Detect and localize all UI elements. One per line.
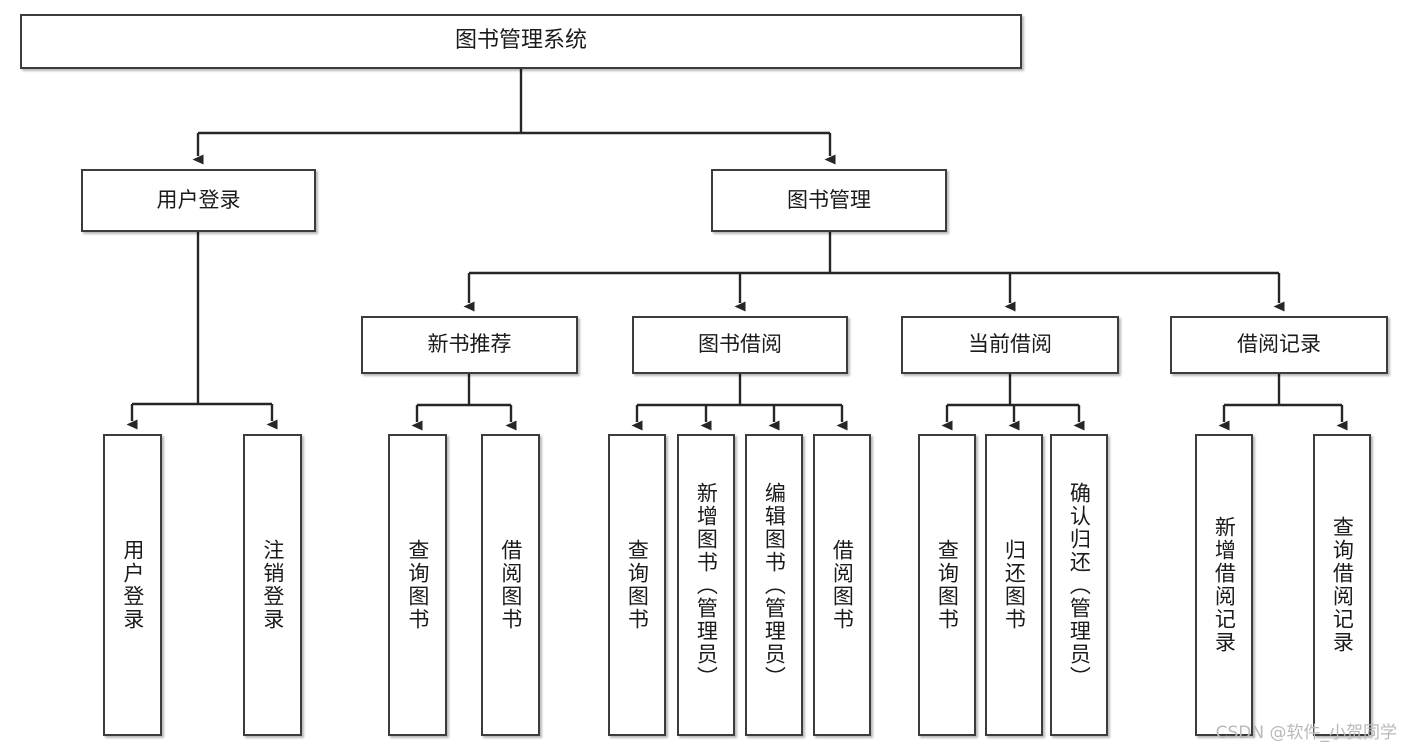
node-book-manage[interactable]: 图书管理	[711, 169, 947, 232]
node-new-book-recommend-label: 新书推荐	[427, 332, 512, 357]
node-leaf-borrow-book-1-label: 借阅图书	[498, 539, 523, 631]
node-leaf-confirm-return[interactable]: 确认归还（管理员）	[1050, 434, 1108, 736]
node-leaf-query-book-2[interactable]: 查询图书	[608, 434, 666, 736]
node-leaf-query-record[interactable]: 查询借阅记录	[1313, 434, 1371, 736]
node-leaf-query-book-1[interactable]: 查询图书	[388, 434, 447, 736]
node-root-label: 图书管理系统	[454, 28, 587, 54]
node-current-borrow-label: 当前借阅	[968, 332, 1052, 357]
watermark: CSDN @软件_小贺同学	[1215, 723, 1397, 743]
node-leaf-borrow-book-1[interactable]: 借阅图书	[481, 434, 540, 736]
node-leaf-user-login-label: 用户登录	[120, 539, 145, 631]
node-borrow-record[interactable]: 借阅记录	[1170, 316, 1388, 374]
node-leaf-add-book-label: 新增图书（管理员）	[694, 481, 719, 689]
node-user-login-label: 用户登录	[156, 187, 241, 212]
node-book-borrow[interactable]: 图书借阅	[632, 316, 848, 374]
node-root[interactable]: 图书管理系统	[20, 14, 1022, 69]
node-user-login[interactable]: 用户登录	[81, 169, 316, 232]
node-leaf-query-book-3-label: 查询图书	[935, 539, 960, 631]
node-leaf-return-book[interactable]: 归还图书	[985, 434, 1043, 736]
node-leaf-user-logout-label: 注销登录	[260, 539, 285, 631]
node-book-manage-label: 图书管理	[787, 187, 871, 212]
node-leaf-add-record-label: 新增借阅记录	[1212, 516, 1237, 654]
node-leaf-add-record[interactable]: 新增借阅记录	[1195, 434, 1253, 736]
node-leaf-borrow-book-2[interactable]: 借阅图书	[813, 434, 871, 736]
node-leaf-borrow-book-2-label: 借阅图书	[830, 539, 855, 631]
node-leaf-confirm-return-label: 确认归还（管理员）	[1067, 481, 1092, 689]
node-leaf-edit-book-label: 编辑图书（管理员）	[762, 481, 787, 689]
node-leaf-user-logout[interactable]: 注销登录	[243, 434, 302, 736]
node-leaf-query-record-label: 查询借阅记录	[1330, 516, 1355, 654]
node-leaf-return-book-label: 归还图书	[1002, 539, 1027, 631]
node-leaf-query-book-1-label: 查询图书	[405, 539, 430, 631]
node-leaf-query-book-3[interactable]: 查询图书	[918, 434, 976, 736]
node-leaf-edit-book[interactable]: 编辑图书（管理员）	[745, 434, 803, 736]
node-leaf-user-login[interactable]: 用户登录	[103, 434, 162, 736]
node-new-book-recommend[interactable]: 新书推荐	[361, 316, 578, 374]
node-borrow-record-label: 借阅记录	[1237, 332, 1321, 357]
node-leaf-add-book[interactable]: 新增图书（管理员）	[677, 434, 735, 736]
node-leaf-query-book-2-label: 查询图书	[625, 539, 650, 631]
node-current-borrow[interactable]: 当前借阅	[901, 316, 1119, 374]
node-book-borrow-label: 图书借阅	[698, 332, 782, 357]
